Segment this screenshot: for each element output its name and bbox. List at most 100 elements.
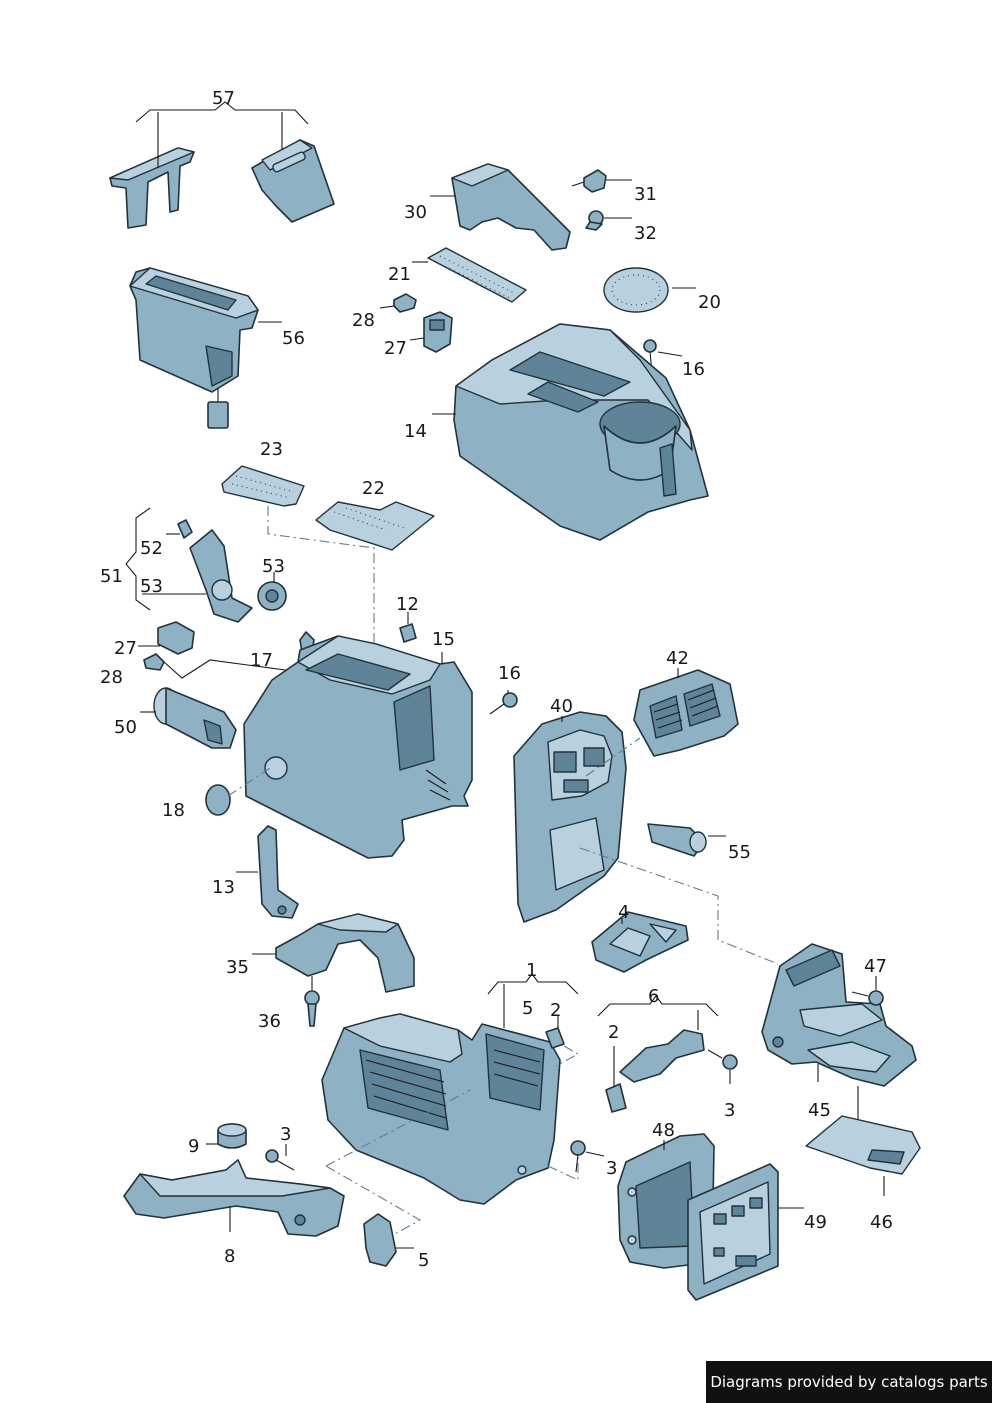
part-14-console-top [453, 323, 709, 541]
label-36: 36 [258, 1011, 281, 1032]
label-55: 55 [728, 842, 751, 863]
label-2-a: 2 [550, 1000, 561, 1021]
part-50-socket [153, 687, 237, 749]
label-46: 46 [870, 1212, 893, 1233]
part-42-vent [633, 669, 739, 757]
label-15: 15 [432, 629, 455, 650]
dashline-40-45 [579, 847, 779, 965]
label-28-lower: 28 [100, 667, 123, 688]
part-16-screw-lower [489, 692, 518, 715]
part-2-clip-left-of-6 [605, 1083, 627, 1113]
leader-57 [157, 112, 283, 168]
label-1: 1 [526, 960, 537, 981]
label-27-lower: 27 [114, 638, 137, 659]
part-3-screw-6 [707, 1049, 738, 1070]
part-32-screw [585, 210, 604, 231]
label-42: 42 [666, 648, 689, 669]
part-13-bracket [257, 825, 299, 919]
part-31-clip [571, 169, 607, 193]
part-57-bracket-left [109, 147, 195, 229]
part-47-screw [851, 990, 884, 1006]
label-14: 14 [404, 421, 427, 442]
label-3-c: 3 [606, 1158, 617, 1179]
part-30-cover [451, 163, 571, 251]
label-13: 13 [212, 877, 235, 898]
label-57: 57 [212, 88, 235, 109]
part-56-storage-box [129, 267, 259, 429]
part-53-grommet [257, 581, 287, 611]
dashline-22-23 [267, 506, 375, 684]
bracket-1 [487, 973, 579, 995]
leader-28-upper [379, 305, 395, 309]
leader-3-c [585, 1151, 605, 1157]
label-18: 18 [162, 800, 185, 821]
leader-27-upper [409, 337, 425, 341]
part-2-clip-right-of-frame [545, 1027, 565, 1049]
label-17: 17 [250, 650, 273, 671]
credit-banner[interactable]: Diagrams provided by catalogs parts [706, 1361, 992, 1403]
callout-labels: 57 30 31 32 21 20 56 28 27 16 14 23 22 5… [100, 88, 893, 1271]
part-3-screw-8 [265, 1149, 295, 1171]
part-3-screw-frame [570, 1140, 586, 1173]
label-3-a: 3 [724, 1100, 735, 1121]
part-27-switch-upper [423, 311, 453, 353]
part-57-bracket-right [251, 139, 335, 223]
part-49-panel [687, 1163, 779, 1301]
label-12: 12 [396, 594, 419, 615]
label-4: 4 [618, 902, 629, 923]
bracket-6 [597, 995, 719, 1017]
label-9: 9 [188, 1136, 199, 1157]
dashline-18 [227, 767, 271, 797]
part-55-socket [647, 823, 707, 857]
part-27-switch-lower [157, 621, 195, 655]
label-8: 8 [224, 1246, 235, 1267]
label-22: 22 [362, 478, 385, 499]
label-5-upper: 5 [522, 998, 533, 1019]
part-23-mat [221, 465, 305, 507]
part-6-bracket [619, 1029, 705, 1083]
dashline-2-a [555, 1045, 580, 1067]
label-27-upper: 27 [384, 338, 407, 359]
label-56: 56 [282, 328, 305, 349]
part-15-console-body [243, 635, 473, 859]
dashline-27-28 [163, 659, 301, 679]
label-23: 23 [260, 439, 283, 460]
part-46-lid [805, 1115, 921, 1175]
label-49: 49 [804, 1212, 827, 1233]
part-4-mat [591, 911, 689, 973]
label-47: 47 [864, 956, 887, 977]
label-51: 51 [100, 566, 123, 587]
part-53-bracket [189, 529, 253, 623]
label-3-b: 3 [280, 1124, 291, 1145]
label-52: 52 [140, 538, 163, 559]
part-8-rail [123, 1159, 345, 1237]
label-31: 31 [634, 184, 657, 205]
part-52-clip [177, 519, 193, 539]
part-9-bushing [217, 1123, 247, 1149]
part-40-rear-panel [513, 711, 627, 923]
label-48: 48 [652, 1120, 675, 1141]
label-35: 35 [226, 957, 249, 978]
label-21: 21 [388, 264, 411, 285]
label-2-b: 2 [608, 1022, 619, 1043]
leader-16-upper [657, 351, 683, 357]
part-12-clip [399, 623, 417, 643]
part-21-mat [427, 247, 527, 303]
label-53-left: 53 [140, 576, 163, 597]
label-20: 20 [698, 292, 721, 313]
label-50: 50 [114, 717, 137, 738]
dashline-frame-8 [325, 1089, 471, 1241]
part-18-cap [205, 784, 231, 816]
label-5-lower: 5 [418, 1250, 429, 1271]
dashline-frame-3 [547, 1152, 579, 1181]
bracket-51 [125, 507, 151, 611]
part-28-cap-upper [393, 293, 417, 313]
bracket-57 [135, 101, 309, 125]
label-30: 30 [404, 202, 427, 223]
label-6: 6 [648, 986, 659, 1007]
label-45: 45 [808, 1100, 831, 1121]
label-16-upper: 16 [682, 359, 705, 380]
part-20-round-mat [603, 267, 669, 313]
part-5-clip-lower [363, 1213, 397, 1267]
